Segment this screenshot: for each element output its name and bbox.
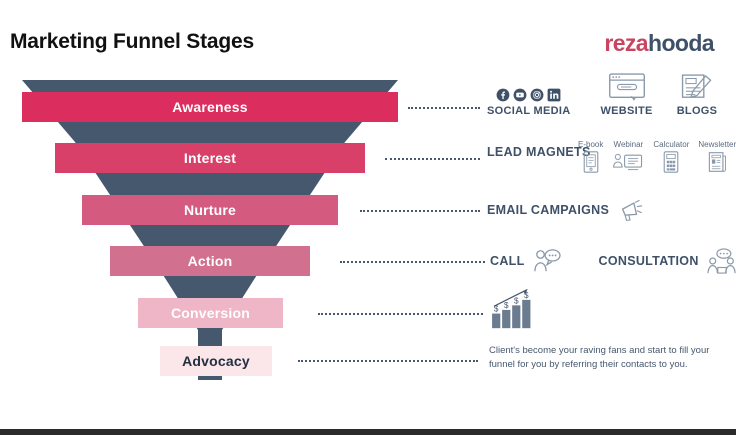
funnel-stage-interest[interactable]: Interest [55, 143, 365, 173]
funnel-stage-label: Conversion [170, 305, 250, 321]
megaphone-icon[interactable] [619, 197, 647, 223]
blog-pencil-icon[interactable] [680, 72, 714, 102]
ebook-caption: E-book [578, 140, 604, 149]
annotation-row-interest: LEAD MAGNETS [487, 145, 591, 159]
website-label: WEBSITE [600, 105, 653, 117]
funnel-stage-conversion[interactable]: Conversion [138, 298, 283, 328]
connector-line-interest [385, 158, 480, 160]
brand-logo-part2: hooda [648, 30, 715, 56]
calculator-group: Calculator [653, 140, 689, 173]
ebook-group: E-book [578, 140, 603, 173]
newsletter-group: Newsletter [698, 140, 736, 173]
connector-line-awareness [408, 107, 480, 109]
calculator-caption: Calculator [653, 140, 690, 149]
annotation-row-action: CALL CONSULTATION [490, 248, 736, 274]
social-media-group: SOCIAL MEDIA [487, 88, 570, 117]
growth-dollar-chart-icon[interactable]: $ $ $ $ [490, 288, 538, 330]
funnel-body-shape [22, 80, 398, 380]
linkedin-icon[interactable] [547, 88, 561, 102]
page-title: Marketing Funnel Stages [10, 30, 254, 53]
person-speech-bubble-icon[interactable] [533, 248, 561, 274]
webinar-icon[interactable] [612, 151, 644, 173]
browser-window-icon[interactable] [608, 72, 646, 102]
svg-text:$: $ [514, 297, 519, 306]
annotation-row-nurture: EMAIL CAMPAIGNS [487, 197, 647, 223]
youtube-icon[interactable] [513, 88, 527, 102]
connector-line-nurture [360, 210, 480, 212]
svg-text:$: $ [494, 305, 499, 314]
ebook-icon[interactable] [582, 151, 600, 173]
brand-logo: rezahooda [604, 30, 714, 57]
connector-line-advocacy [298, 360, 478, 362]
lead-magnet-icons: E-book Webinar Calculator [578, 140, 736, 173]
funnel-stage-nurture[interactable]: Nurture [82, 195, 338, 225]
funnel-stage-action[interactable]: Action [110, 246, 310, 276]
newsletter-icon[interactable] [707, 151, 727, 173]
webinar-caption: Webinar [613, 140, 644, 149]
blogs-label: BLOGS [676, 105, 718, 117]
funnel-stage-label: Interest [183, 150, 237, 166]
annotation-row-awareness: SOCIAL MEDIA WEBSITE BLOGS [487, 72, 717, 117]
annotation-row-conversion: $ $ $ $ [490, 288, 538, 330]
connector-line-action [340, 261, 485, 263]
newsletter-caption: Newsletter [698, 140, 736, 149]
email-campaigns-label: EMAIL CAMPAIGNS [487, 203, 610, 217]
facebook-icon[interactable] [496, 88, 510, 102]
svg-text:$: $ [524, 291, 529, 300]
brand-logo-part1: reza [604, 30, 648, 56]
funnel-stage-label: Action [187, 253, 233, 269]
svg-text:$: $ [504, 301, 509, 310]
funnel-stage-awareness[interactable]: Awareness [22, 92, 398, 122]
calculator-icon[interactable] [662, 151, 680, 173]
bottom-divider [0, 429, 736, 435]
call-label: CALL [490, 254, 525, 268]
webinar-group: Webinar [612, 140, 644, 173]
blogs-group: BLOGS [677, 72, 718, 117]
two-people-meeting-icon[interactable] [707, 248, 736, 274]
funnel-stage-label: Awareness [172, 99, 248, 115]
social-media-label: SOCIAL MEDIA [487, 105, 571, 117]
advocacy-description: Client's become your raving fans and sta… [489, 345, 710, 370]
connector-line-conversion [318, 313, 483, 315]
instagram-icon[interactable] [530, 88, 544, 102]
lead-magnets-label: LEAD MAGNETS [487, 145, 591, 159]
funnel-stage-label: Nurture [184, 202, 236, 218]
funnel-stage-label: Advocacy [182, 353, 250, 369]
marketing-funnel: Awareness Interest Nurture Action Conver… [0, 80, 420, 390]
funnel-stage-advocacy[interactable]: Advocacy [160, 346, 272, 376]
website-group: WEBSITE [600, 72, 652, 117]
social-icons [496, 88, 561, 102]
consultation-label: CONSULTATION [598, 254, 699, 268]
